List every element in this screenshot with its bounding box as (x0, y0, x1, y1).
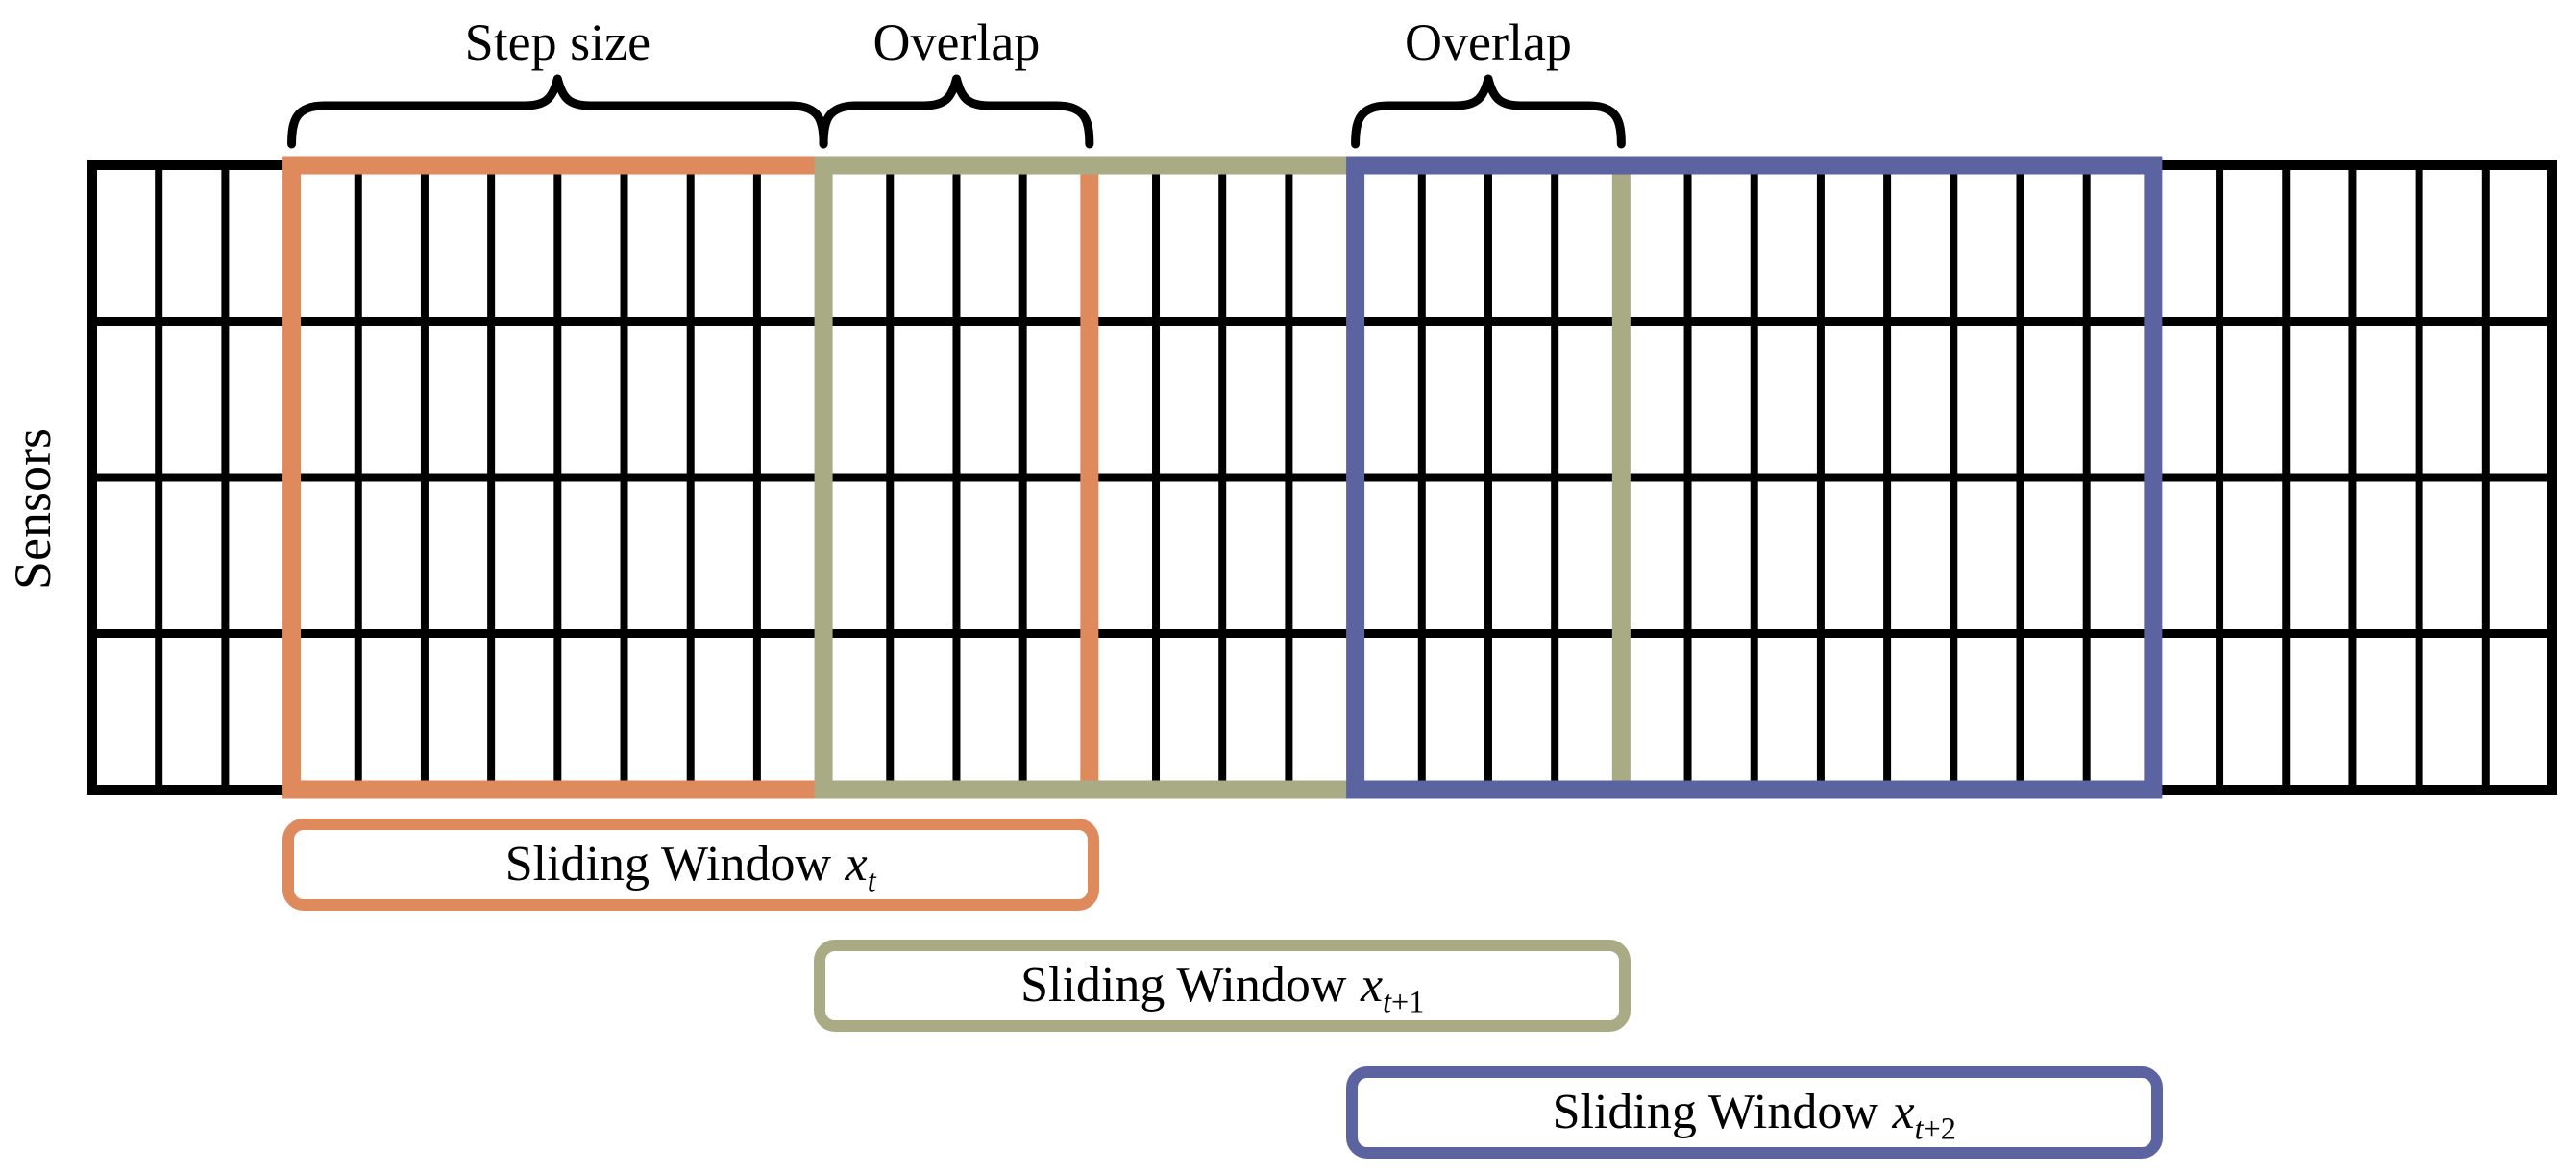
sensor-grid (87, 160, 2557, 795)
window-outlines (282, 156, 2163, 799)
step-size-brace (287, 74, 828, 149)
braces (287, 74, 1626, 149)
window-xt-outline (282, 156, 1099, 799)
window-xt2-outline (1346, 156, 2163, 799)
overlap-brace-1 (819, 74, 1094, 149)
overlap-label-1: Overlap (872, 13, 1040, 71)
step-size-label: Step size (465, 13, 650, 71)
overlap-label-2: Overlap (1405, 13, 1572, 71)
sensors-axis-label: Sensors (4, 428, 61, 590)
overlap-brace-2 (1351, 74, 1626, 149)
window-xt1-outline (814, 156, 1631, 799)
